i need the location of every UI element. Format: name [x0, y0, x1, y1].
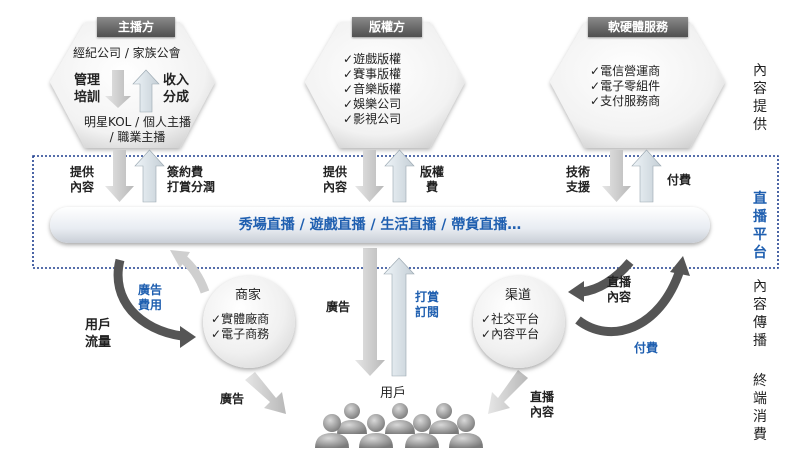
arrow-center-up: [384, 149, 415, 203]
agency-guild-text: 經紀公司 / 家族公會: [73, 46, 181, 60]
arrow-right-down: [602, 150, 631, 202]
service-list: 電信營運商 電子零組件 支付服務商: [590, 64, 660, 109]
flow-user-traffic: 用戶 流量: [85, 318, 112, 350]
flow-center-copyright-fee: 版權 費: [420, 165, 445, 194]
flow-pay-bottom: 付費: [634, 341, 659, 355]
flow-left-signing-fee: 簽約費 打賞分潤: [167, 165, 216, 194]
live-categories-text: 秀場直播 / 遊戲直播 / 生活直播 / 帶貨直播…: [238, 217, 522, 233]
arrow-right-up: [631, 149, 662, 203]
side-label-content-spread: 內容傳播: [753, 279, 767, 349]
users-crowd-icon: [315, 403, 483, 448]
flow-ad-center: 廣告: [326, 300, 351, 314]
hex-left-label: 主播方: [97, 17, 175, 37]
arrow-tip-up-long: [383, 257, 415, 377]
flow-live-content-bottom: 直播 內容: [530, 390, 555, 419]
arrow-live-content-head: [568, 281, 584, 302]
merchant-item: 電子商務: [211, 327, 269, 342]
hexagon-left: [50, 22, 215, 148]
arrow-ad-to-users: [245, 372, 286, 414]
flow-tip-subscribe: 打賞 訂閱: [415, 290, 440, 319]
users-label: 用戶: [380, 386, 407, 401]
side-label-live-platform: 直播平台: [753, 191, 767, 261]
copyright-item: 音樂版權: [343, 82, 401, 97]
arrow-user-traffic-head: [180, 326, 196, 348]
merchant-item: 實體廠商: [211, 312, 269, 327]
arrow-center-down: [355, 150, 384, 202]
arrow-ad-fee-curve: [179, 254, 210, 294]
copyright-item: 娛樂公司: [343, 97, 401, 112]
side-label-content-provide: 內容提供: [753, 63, 767, 133]
flow-live-content-right: 直播 內容: [607, 275, 632, 304]
arrow-left-down: [105, 150, 134, 202]
merchant-title: 商家: [235, 288, 262, 303]
service-item: 電子零組件: [590, 79, 660, 94]
flow-right-tech-support: 技術 支援: [566, 165, 591, 194]
arrow-left-up: [134, 149, 165, 203]
arrow-live-to-users: [488, 370, 528, 414]
channel-title: 渠道: [505, 288, 532, 303]
service-item: 電信營運商: [590, 64, 660, 79]
side-label-terminal-consume: 終端消費: [753, 373, 767, 443]
arrow-income-up: [132, 69, 160, 113]
arrow-ad-fee-head: [170, 250, 190, 268]
arrow-pay-curve: [575, 268, 685, 337]
flow-center-provide-content: 提供 內容: [323, 165, 348, 194]
copyright-item: 遊戲版權: [343, 52, 401, 67]
live-platform-bar: 秀場直播 / 遊戲直播 / 生活直播 / 帶貨直播…: [50, 207, 710, 243]
copyright-item: 影視公司: [343, 112, 401, 127]
flow-left-provide-content: 提供 內容: [70, 165, 95, 194]
flow-right-pay: 付費: [667, 173, 692, 187]
flow-ad-bottom: 廣告: [220, 392, 245, 406]
channel-item: 內容平台: [481, 327, 539, 342]
copyright-list: 遊戲版權 賽事版權 音樂版權 娛樂公司 影視公司: [343, 52, 401, 127]
arrow-ad-down-long: [355, 248, 385, 376]
arrow-management-down: [105, 70, 131, 108]
channel-list: 社交平台 內容平台: [481, 312, 539, 342]
hex-center-label: 版權方: [352, 17, 422, 37]
income-share-text: 收入 分成: [163, 73, 190, 105]
management-training-text: 管理 培訓: [74, 73, 101, 105]
channel-item: 社交平台: [481, 312, 539, 327]
service-item: 支付服務商: [590, 94, 660, 109]
copyright-item: 賽事版權: [343, 67, 401, 82]
arrow-live-content-curve: [581, 259, 634, 297]
arrow-user-traffic-curve: [113, 258, 183, 341]
flow-ad-fee: 廣告 費用: [138, 283, 163, 312]
merchant-list: 實體廠商 電子商務: [211, 312, 269, 342]
streamer-types-text: 明星KOL / 個人主播 / 職業主播: [84, 115, 192, 144]
arrow-pay-head: [670, 256, 690, 276]
hex-right-label: 軟硬體服務: [588, 17, 688, 37]
